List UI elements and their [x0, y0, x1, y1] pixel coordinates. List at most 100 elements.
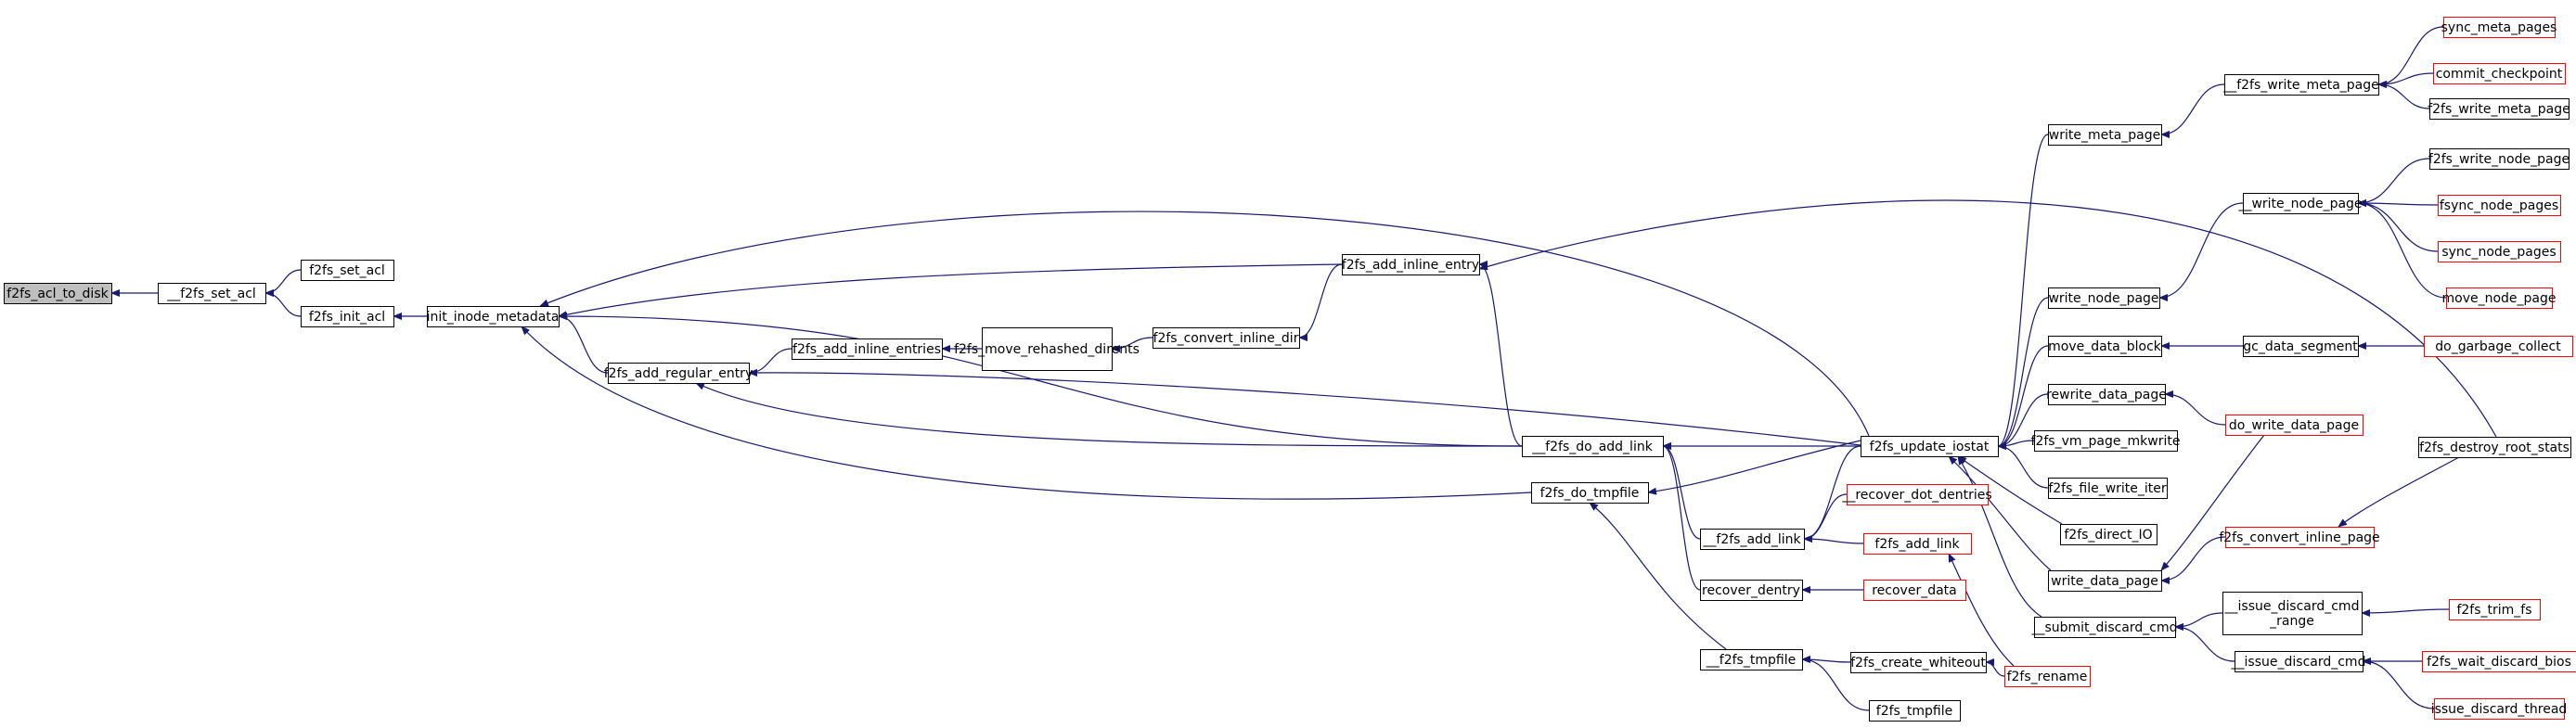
node-box[interactable]	[2438, 241, 2561, 262]
node-f2fs-convert-inline-dir[interactable]: f2fs_convert_inline_dir	[1153, 327, 1300, 349]
node-do-write-data-page[interactable]: do_write_data_page	[2225, 415, 2363, 436]
node-box[interactable]	[792, 338, 943, 360]
node-box[interactable]	[2424, 336, 2573, 357]
node-write-meta-page[interactable]: write_meta_page	[2048, 124, 2162, 146]
node-box[interactable]	[1153, 327, 1300, 349]
node-box[interactable]	[2235, 651, 2363, 672]
node-f2fs-tmpfile[interactable]: __f2fs_tmpfile	[1700, 649, 1803, 671]
node-write-node-page[interactable]: __write_node_page	[2237, 193, 2363, 214]
node-move-data-block[interactable]: move_data_block	[2048, 336, 2162, 357]
node-f2fs-do-tmpfile[interactable]: f2fs_do_tmpfile	[1531, 482, 1649, 504]
node-box[interactable]	[1700, 580, 1803, 601]
node-rewrite-data-page[interactable]: rewrite_data_page	[2046, 384, 2167, 405]
node-submit-discard-cmd[interactable]: __submit_discard_cmd	[2030, 617, 2178, 638]
node-box[interactable]	[301, 306, 394, 327]
node-box[interactable]	[2438, 195, 2561, 216]
node-box[interactable]	[2433, 63, 2566, 84]
node-write-node-page[interactable]: write_node_page	[2048, 287, 2160, 309]
node-f2fs-destroy-root-stats[interactable]: f2fs_destroy_root_stats	[2418, 437, 2571, 458]
node-f2fs-write-node-page[interactable]: f2fs_write_node_page	[2428, 148, 2570, 170]
node-box[interactable]	[2048, 124, 2162, 146]
node-f2fs-init-acl[interactable]: f2fs_init_acl	[301, 306, 394, 327]
node-box[interactable]	[1850, 652, 1987, 673]
node-box[interactable]	[301, 260, 394, 281]
node-f2fs-vm-page-mkwrite[interactable]: f2fs_vm_page_mkwrite	[2031, 430, 2181, 452]
node-recover-dentry[interactable]: recover_dentry	[1700, 580, 1803, 601]
node-f2fs-set-acl[interactable]: f2fs_set_acl	[301, 260, 394, 281]
node-f2fs-update-iostat[interactable]: f2fs_update_iostat	[1861, 436, 1999, 457]
node-box[interactable]	[2060, 524, 2157, 545]
node-f2fs-acl-to-disk[interactable]: f2fs_acl_to_disk	[4, 283, 112, 304]
node-recover-dot-dentries[interactable]: __recover_dot_dentries	[1841, 484, 1992, 505]
node-f2fs-convert-inline-page[interactable]: f2fs_convert_inline_page	[2219, 527, 2380, 548]
node-f2fs-create-whiteout[interactable]: f2fs_create_whiteout	[1850, 652, 1987, 673]
node-box[interactable]	[2449, 599, 2541, 620]
node-sync-node-pages[interactable]: sync_node_pages	[2438, 241, 2561, 262]
node-box[interactable]	[427, 306, 560, 327]
node-f2fs-file-write-iter[interactable]: f2fs_file_write_iter	[2048, 478, 2168, 499]
node-box[interactable]	[2048, 287, 2160, 309]
node-f2fs-trim-fs[interactable]: f2fs_trim_fs	[2449, 599, 2541, 620]
node-box[interactable]	[1531, 482, 1649, 504]
node-box[interactable]	[2434, 698, 2565, 720]
node-box[interactable]	[2429, 148, 2570, 170]
node-box[interactable]	[2048, 478, 2168, 499]
node-f2fs-wait-discard-bios[interactable]: f2fs_wait_discard_bios	[2422, 651, 2576, 672]
node-issue-discard-thread[interactable]: issue_discard_thread	[2431, 698, 2568, 720]
node-box[interactable]	[158, 283, 266, 304]
node-box[interactable]	[2446, 287, 2553, 309]
node-f2fs-add-inline-entry[interactable]: f2fs_add_inline_entry	[1342, 254, 1480, 275]
node-box[interactable]	[2429, 98, 2570, 120]
node-box[interactable]	[608, 363, 750, 384]
node-box[interactable]	[1863, 533, 1972, 555]
node-box[interactable]	[2034, 430, 2178, 452]
node-do-garbage-collect[interactable]: do_garbage_collect	[2424, 336, 2573, 357]
node-box[interactable]	[4, 283, 112, 304]
node-box[interactable]	[1700, 529, 1805, 550]
node-box[interactable]	[2418, 437, 2571, 458]
node-fsync-node-pages[interactable]: fsync_node_pages	[2438, 195, 2561, 216]
node-box[interactable]	[1522, 436, 1664, 457]
node-f2fs-rename[interactable]: f2fs_rename	[2004, 666, 2091, 687]
node-box[interactable]	[1861, 436, 1999, 457]
node-issue-discard-cmd[interactable]: __issue_discard_cmd	[2231, 651, 2366, 672]
node-box[interactable]	[2224, 74, 2379, 96]
node-box[interactable]	[2048, 384, 2166, 405]
node-box[interactable]	[2243, 193, 2359, 214]
node-f2fs-tmpfile[interactable]: f2fs_tmpfile	[1869, 700, 1961, 722]
node-box[interactable]	[2225, 415, 2363, 436]
node-box[interactable]	[1869, 700, 1961, 722]
node-f2fs-set-acl[interactable]: __f2fs_set_acl	[158, 283, 266, 304]
node-box[interactable]	[2225, 527, 2375, 548]
node-f2fs-direct-IO[interactable]: f2fs_direct_IO	[2060, 524, 2157, 545]
node-f2fs-do-add-link[interactable]: __f2fs_do_add_link	[1522, 436, 1664, 457]
node-box[interactable]	[2243, 336, 2359, 357]
node-f2fs-write-meta-page[interactable]: f2fs_write_meta_page	[2428, 98, 2570, 120]
node-box[interactable]	[2048, 570, 2162, 592]
node-issue-discard-cmd-range[interactable]: __issue_discard_cmd_range	[2222, 592, 2363, 635]
node-recover-data[interactable]: recover_data	[1863, 580, 1966, 601]
node-gc-data-segment[interactable]: gc_data_segment	[2243, 336, 2359, 357]
node-box[interactable]	[2222, 592, 2363, 635]
node-box[interactable]	[1700, 649, 1803, 671]
node-box[interactable]	[1847, 484, 1989, 505]
node-commit-checkpoint[interactable]: commit_checkpoint	[2433, 63, 2566, 84]
node-f2fs-add-link[interactable]: f2fs_add_link	[1863, 533, 1972, 555]
node-box[interactable]	[2443, 17, 2556, 38]
node-box[interactable]	[2034, 617, 2176, 638]
node-f2fs-add-regular-entry[interactable]: f2fs_add_regular_entry	[604, 363, 753, 384]
node-box[interactable]	[2422, 651, 2576, 672]
node-f2fs-add-link[interactable]: __f2fs_add_link	[1700, 529, 1805, 550]
node-box[interactable]	[1863, 580, 1966, 601]
node-box[interactable]	[2048, 336, 2162, 357]
node-f2fs-add-inline-entries[interactable]: f2fs_add_inline_entries	[792, 338, 943, 360]
node-box[interactable]	[982, 327, 1113, 371]
node-write-data-page[interactable]: write_data_page	[2048, 570, 2162, 592]
node-f2fs-move-rehashed-dirents[interactable]: f2fs_move_rehashed_dirents	[954, 327, 1140, 371]
node-box[interactable]	[2004, 666, 2091, 687]
node-f2fs-write-meta-page[interactable]: __f2fs_write_meta_page	[2222, 74, 2379, 96]
node-init-inode-metadata[interactable]: init_inode_metadata	[427, 306, 560, 327]
node-sync-meta-pages[interactable]: sync_meta_pages	[2441, 17, 2557, 38]
node-box[interactable]	[1342, 254, 1480, 275]
node-move-node-page[interactable]: move_node_page	[2441, 287, 2557, 309]
